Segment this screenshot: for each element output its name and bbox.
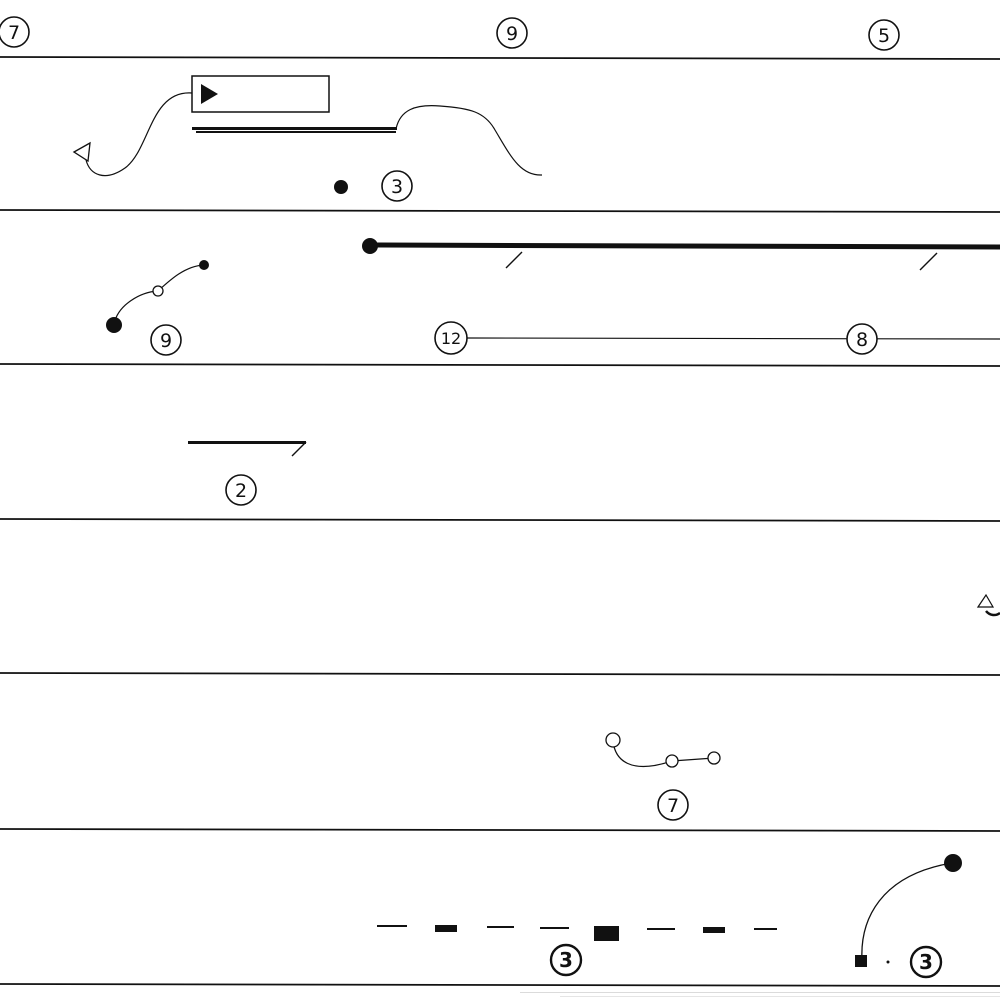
filled-dot (944, 854, 962, 872)
glissando-curve (85, 92, 193, 177)
divider-line (0, 518, 1000, 522)
filled-dot (334, 180, 348, 194)
header-number-2-label: 9 (506, 23, 518, 45)
event-box (191, 75, 330, 113)
event-number: 9 (150, 324, 182, 356)
event-number: 3 (381, 170, 413, 202)
system-6: 3 3 (377, 854, 962, 979)
small-curve-mark (985, 610, 1000, 617)
event-number-label: 8 (856, 329, 868, 351)
system-5: 7 (605, 732, 721, 821)
bar-hook (291, 441, 307, 457)
note-curve (612, 740, 715, 768)
system-1: 3 (72, 75, 543, 202)
release-curve (395, 105, 543, 176)
event-number: 8 (846, 323, 878, 355)
block-mark-large (594, 926, 619, 941)
sustain-bar (188, 441, 306, 444)
block-mark (435, 925, 457, 932)
event-number: 2 (225, 474, 257, 506)
scan-noise (520, 992, 1000, 997)
event-number-label: 2 (235, 480, 247, 502)
filled-note (106, 317, 122, 333)
divider-line (0, 983, 1000, 987)
small-dot (886, 960, 890, 964)
tick-mark (919, 252, 938, 271)
system-4 (976, 593, 1000, 617)
event-number: 3 (909, 945, 943, 979)
header-number-1-label: 7 (8, 22, 20, 44)
long-sustain-line (369, 242, 1000, 250)
event-number-label: 3 (391, 176, 403, 198)
filled-note-small (199, 260, 209, 270)
system-3: 2 (188, 441, 307, 506)
block-mark (703, 927, 725, 933)
square-mark (855, 955, 867, 967)
event-number-label: 9 (160, 330, 172, 352)
tick-mark (505, 251, 523, 269)
timeline-line (466, 337, 1000, 340)
arc-curve (861, 862, 953, 961)
hollow-note (605, 732, 621, 748)
sustain-bar (192, 127, 397, 130)
divider-line (0, 363, 1000, 367)
system-dividers (0, 56, 1000, 987)
header-number-2: 9 (496, 17, 528, 49)
small-triangle-icon (976, 593, 995, 608)
hollow-triangle-icon (72, 141, 91, 163)
event-number-label: 12 (441, 329, 461, 348)
header-numbers: 7 9 5 (0, 16, 900, 51)
divider-line (0, 672, 1000, 676)
event-number: 7 (657, 789, 689, 821)
system-2: 9 12 8 (106, 238, 1000, 356)
hollow-note (665, 754, 679, 768)
hollow-note (152, 285, 164, 297)
divider-line (0, 56, 1000, 60)
play-triangle-icon (201, 84, 218, 104)
event-number-label: 3 (919, 950, 933, 974)
event-number-label: 3 (559, 948, 573, 972)
header-number-3: 5 (868, 19, 900, 51)
event-number-label: 7 (667, 795, 679, 817)
divider-line (0, 828, 1000, 832)
sustain-bar-shadow (196, 131, 396, 133)
divider-line (0, 209, 1000, 213)
event-number: 12 (434, 321, 468, 355)
header-number-3-label: 5 (878, 25, 890, 47)
hollow-note (707, 751, 721, 765)
event-number: 3 (549, 943, 583, 977)
header-number-1: 7 (0, 16, 30, 48)
